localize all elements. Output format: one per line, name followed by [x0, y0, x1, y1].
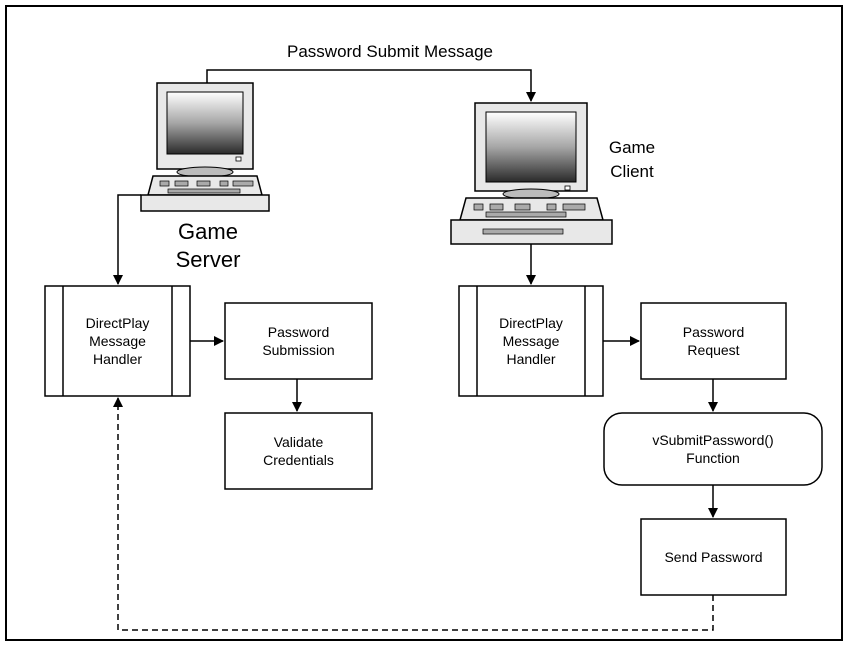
server-to-handler-arrow — [113, 194, 141, 285]
password-submit-message-arrow — [206, 69, 536, 102]
validate-credentials-box — [224, 412, 373, 490]
send-to-server-handler-dashed-arrow — [113, 397, 714, 631]
diagram-frame — [5, 5, 843, 641]
left-handler-box — [44, 285, 191, 397]
send-password-label: Send Password — [664, 549, 763, 565]
right-handler-box — [458, 285, 604, 397]
submit-function-label: vSubmitPassword()Function — [652, 432, 774, 466]
client-computer-icon — [450, 102, 613, 245]
server-computer-icon — [140, 82, 270, 212]
password-submission-box — [224, 302, 373, 380]
password-request-box — [640, 302, 787, 380]
password-submit-message-label: Password Submit Message — [287, 42, 493, 61]
